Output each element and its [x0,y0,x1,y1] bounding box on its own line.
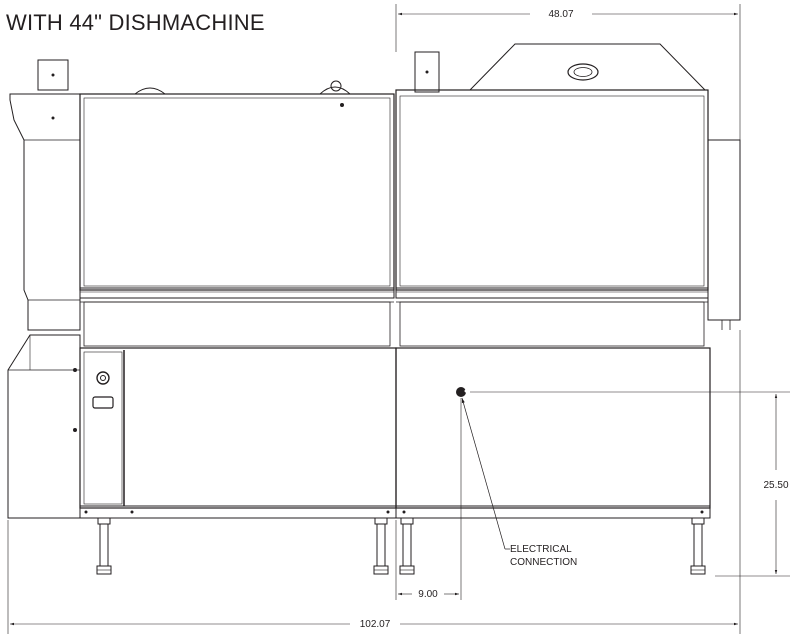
right-end-cap [707,139,741,330]
dimension-overall-width: 102.07 [7,330,741,634]
dim-label-overall-width: 102.07 [360,619,391,630]
dim-label-connection-height: 25.50 [763,480,788,491]
dim-label-connection-offset: 9.00 [418,589,438,600]
legs [96,517,706,575]
leg [399,517,415,575]
drawing-title: WITH 44" DISHMACHINE [6,10,265,35]
electrical-connection-point [456,387,466,397]
dimension-top-width: 48.07 [395,4,741,140]
left-pump-housing [7,334,81,519]
leg [373,517,389,575]
electrical-callout: ELECTRICAL CONNECTION [461,397,577,568]
leg [690,517,706,575]
left-vent-column [9,59,81,331]
callout-electrical-line2: CONNECTION [510,557,577,568]
callout-electrical-line1: ELECTRICAL [510,544,572,555]
leg [96,517,112,575]
dimension-connection-offset: 9.00 [395,398,462,600]
left-module [73,80,397,519]
dimension-connection-height: 25.50 [470,391,790,577]
right-module [395,43,711,519]
dim-label-top-width: 48.07 [548,9,573,20]
